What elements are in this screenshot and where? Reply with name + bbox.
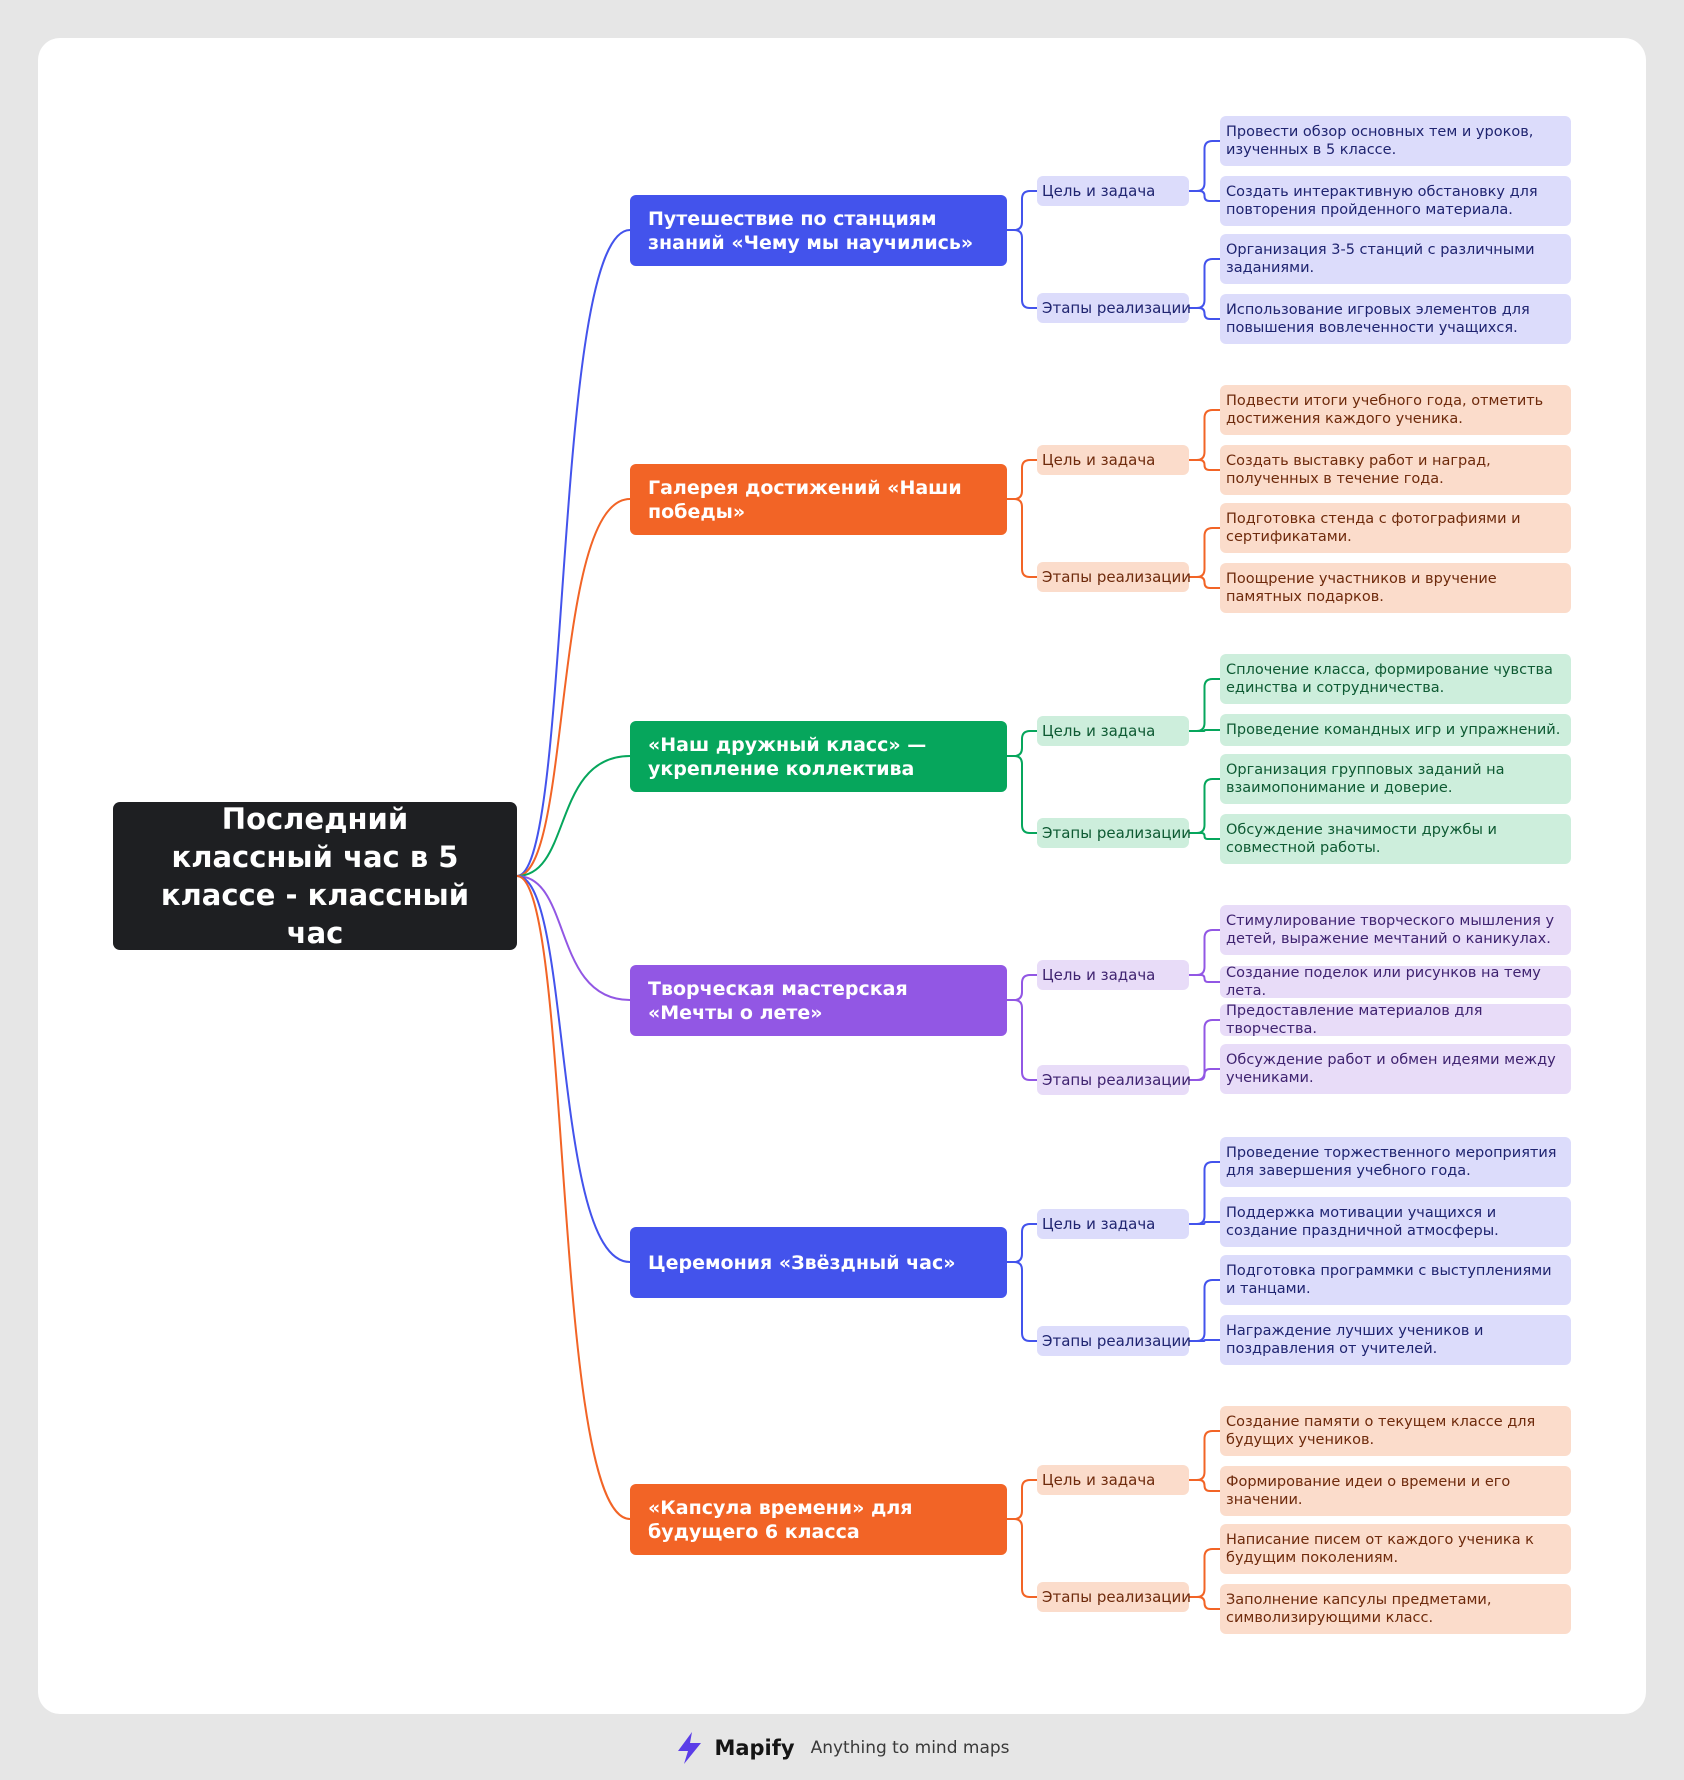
leaf-text: Организация групповых заданий на взаимоп… [1226,761,1505,797]
leaf-topic[interactable]: Подготовка стенда с фотографиями и серти… [1220,503,1571,553]
leaf-text: Проведение торжественного мероприятия дл… [1226,1144,1557,1180]
leaf-text: Награждение лучших учеников и поздравлен… [1226,1322,1484,1358]
subtopic-stages[interactable]: Этапы реализации [1037,562,1191,592]
subtopic-stages[interactable]: Этапы реализации [1037,1582,1191,1612]
leaf-text: Создание памяти о текущем классе для буд… [1226,1413,1536,1449]
branch-topic[interactable]: «Капсула времени» для будущего 6 класса [630,1484,1007,1555]
brand-tagline: Anything to mind maps [810,1738,1010,1758]
subtopic-goal[interactable]: Цель и задача [1037,960,1189,990]
branch-topic[interactable]: Церемония «Звёздный час» [630,1227,1007,1298]
leaf-text: Подготовка стенда с фотографиями и серти… [1226,510,1521,546]
leaf-topic[interactable]: Написание писем от каждого ученика к буд… [1220,1524,1571,1574]
leaf-topic[interactable]: Создание поделок или рисунков на тему ле… [1220,964,1571,1000]
branch-topic[interactable]: Творческая мастерская «Мечты о лете» [630,965,1007,1036]
leaf-text: Провести обзор основных тем и уроков, из… [1226,123,1534,159]
leaf-text: Написание писем от каждого ученика к буд… [1226,1531,1534,1567]
subtopic-stages[interactable]: Этапы реализации [1037,1065,1191,1095]
leaf-topic[interactable]: Сплочение класса, формирование чувства е… [1220,654,1571,704]
leaf-text: Поддержка мотивации учащихся и создание … [1226,1204,1499,1240]
subtopic-goal[interactable]: Цель и задача [1037,176,1189,206]
leaf-text: Сплочение класса, формирование чувства е… [1226,661,1553,697]
leaf-topic[interactable]: Провести обзор основных тем и уроков, из… [1220,116,1571,166]
leaf-text: Использование игровых элементов для повы… [1226,301,1530,337]
leaf-text: Стимулирование творческого мышления у де… [1226,912,1555,948]
leaf-topic[interactable]: Организация 3-5 станций с различными зад… [1220,234,1571,284]
leaf-topic[interactable]: Поощрение участников и вручение памятных… [1220,563,1571,613]
root-topic[interactable]: Последний классный час в 5 классе - клас… [113,802,517,950]
subtopic-goal[interactable]: Цель и задача [1037,1465,1189,1495]
leaf-topic[interactable]: Проведение торжественного мероприятия дл… [1220,1137,1571,1187]
subtopic-stages[interactable]: Этапы реализации [1037,293,1191,323]
leaf-topic[interactable]: Поддержка мотивации учащихся и создание … [1220,1197,1571,1247]
leaf-text: Заполнение капсулы предметами, символизи… [1226,1591,1492,1627]
leaf-text: Обсуждение работ и обмен идеями между уч… [1226,1051,1556,1087]
leaf-topic[interactable]: Стимулирование творческого мышления у де… [1220,905,1571,955]
branch-topic[interactable]: «Наш дружный класс» — укрепление коллект… [630,721,1007,792]
leaf-text: Проведение командных игр и упражнений. [1226,721,1561,738]
leaf-text: Подвести итоги учебного года, отметить д… [1226,392,1544,428]
leaf-topic[interactable]: Использование игровых элементов для повы… [1220,294,1571,344]
leaf-text: Обсуждение значимости дружбы и совместно… [1226,821,1497,857]
leaf-text: Создание поделок или рисунков на тему ле… [1226,964,1541,1000]
subtopic-stages[interactable]: Этапы реализации [1037,1326,1191,1356]
footer: Mapify Anything to mind maps [0,1728,1684,1768]
leaf-text: Подготовка программки с выступлениями и … [1226,1262,1552,1298]
leaf-text: Создать выставку работ и наград, получен… [1226,452,1491,488]
leaf-topic[interactable]: Создать выставку работ и наград, получен… [1220,445,1571,495]
branch-topic[interactable]: Путешествие по станциям знаний «Чему мы … [630,195,1007,266]
leaf-text: Создать интерактивную обстановку для пов… [1226,183,1538,219]
leaf-text: Формирование идеи о времени и его значен… [1226,1473,1511,1509]
leaf-topic[interactable]: Создание памяти о текущем классе для буд… [1220,1406,1571,1456]
leaf-topic[interactable]: Формирование идеи о времени и его значен… [1220,1466,1571,1516]
leaf-topic[interactable]: Обсуждение работ и обмен идеями между уч… [1220,1044,1571,1094]
leaf-topic[interactable]: Создать интерактивную обстановку для пов… [1220,176,1571,226]
branch-topic[interactable]: Галерея достижений «Наши победы» [630,464,1007,535]
leaf-text: Организация 3-5 станций с различными зад… [1226,241,1535,277]
subtopic-stages[interactable]: Этапы реализации [1037,818,1191,848]
leaf-topic[interactable]: Предоставление материалов для творчества… [1220,1002,1571,1038]
subtopic-goal[interactable]: Цель и задача [1037,716,1189,746]
leaf-topic[interactable]: Проведение командных игр и упражнений. [1220,714,1571,746]
leaf-text: Предоставление материалов для творчества… [1226,1002,1483,1038]
subtopic-goal[interactable]: Цель и задача [1037,1209,1189,1239]
leaf-topic[interactable]: Организация групповых заданий на взаимоп… [1220,754,1571,804]
leaf-topic[interactable]: Заполнение капсулы предметами, символизи… [1220,1584,1571,1634]
leaf-topic[interactable]: Обсуждение значимости дружбы и совместно… [1220,814,1571,864]
subtopic-goal[interactable]: Цель и задача [1037,445,1189,475]
leaf-topic[interactable]: Награждение лучших учеников и поздравлен… [1220,1315,1571,1365]
brand-name: Mapify [714,1736,795,1760]
leaf-topic[interactable]: Подготовка программки с выступлениями и … [1220,1255,1571,1305]
leaf-text: Поощрение участников и вручение памятных… [1226,570,1497,606]
lightning-bolt-icon [678,1732,702,1764]
leaf-topic[interactable]: Подвести итоги учебного года, отметить д… [1220,385,1571,435]
